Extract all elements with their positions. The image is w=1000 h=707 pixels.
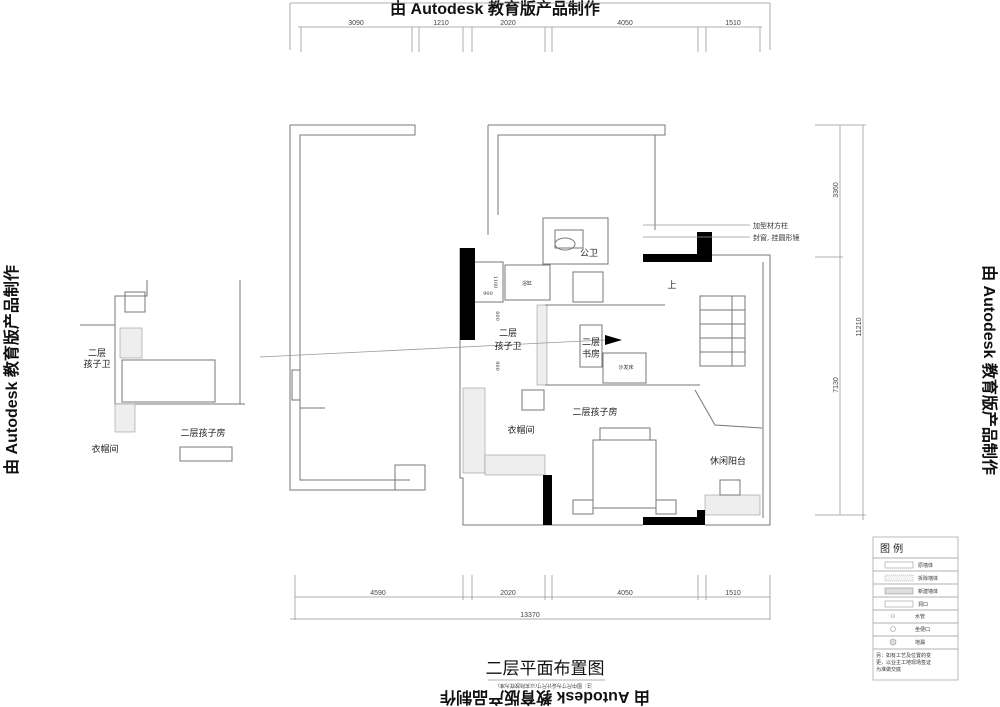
detail-room-kids-room: 二层孩子房 (180, 427, 225, 439)
dim-total: 11210 (856, 317, 863, 336)
room-cloakroom: 衣帽间 (507, 424, 534, 436)
legend-item: 新建墙体 (918, 588, 938, 595)
dim-label: 600 (494, 311, 500, 321)
legend-title: 图 例 (880, 542, 903, 555)
new-wall (697, 232, 712, 262)
legend-footnote: 为准做交底 (876, 666, 901, 673)
legend-item: 地漏 (915, 639, 925, 646)
dim-label: 4050 (617, 590, 633, 597)
legend-item: 坐便口 (915, 626, 930, 633)
new-wall (460, 248, 475, 340)
water-pipe-icon (891, 614, 895, 618)
dim-label: 1100 (492, 276, 498, 289)
legend-item: 洞口 (918, 601, 928, 608)
right-dimensions: 3360 7130 11210 (815, 124, 866, 520)
room-study: 书房 (582, 348, 600, 360)
room-kids-bath: 二层 (499, 328, 517, 339)
label-up: 上 (667, 280, 676, 291)
dim-label: 900 (494, 361, 500, 371)
dim-label: 3090 (348, 20, 364, 27)
annotation-window: 封窗, 挂圆形镜 (753, 233, 799, 242)
annotation-column: 加型材方柱 (753, 221, 788, 230)
legend: 图 例 原墙体 拆除墙体 新建墙体 洞口 水管 坐便口 地漏 另：如有工艺及位置… (872, 536, 959, 681)
dim-label: 1210 (433, 20, 449, 27)
detail-room-kids-bath: 二层 (88, 348, 106, 359)
top-dimensions: 3090 1210 2020 4050 1510 (289, 2, 771, 52)
watermark-bottom: 由 Autodesk 教育版产品制作 (440, 688, 650, 707)
plan-walls (259, 124, 771, 526)
detail-plan (80, 280, 245, 462)
legend-footnote: 更，以业主工地现场签证 (876, 659, 931, 666)
dim-label: 2020 (500, 590, 516, 597)
label-sofa-bed: 沙发床 (618, 364, 633, 371)
room-study: 二层 (582, 337, 600, 348)
watermark-left: 由 Autodesk 教育版产品制作 (2, 265, 21, 475)
detail-room-cloakroom: 衣帽间 (91, 443, 118, 455)
legend-footnote: 另：如有工艺及位置的变 (876, 652, 931, 659)
new-wall (643, 254, 712, 262)
bottom-dimensions: 4590 2020 4050 1510 13370 (290, 575, 771, 620)
drawing-note: 注：图中尺寸为设计尺寸(以实际放样为准) (498, 682, 592, 689)
dim-label: 3360 (833, 182, 840, 198)
dim-label: 4050 (617, 20, 633, 27)
room-kids-room: 二层孩子房 (572, 406, 617, 418)
floor-drain-icon (889, 638, 897, 646)
toilet-outlet-icon (890, 626, 896, 632)
dim-label: 2020 (500, 20, 516, 27)
new-wall (697, 510, 705, 525)
legend-item: 拆除墙体 (918, 575, 938, 582)
dim-label: 1510 (725, 20, 741, 27)
dim-label: 7130 (833, 377, 840, 393)
room-balcony: 休闲阳台 (710, 455, 746, 467)
watermark-right: 由 Autodesk 教育版产品制作 (980, 265, 999, 475)
dim-label: 1510 (725, 590, 741, 597)
new-wall (543, 475, 552, 525)
drawing-title: 二层平面布置图 (486, 659, 605, 679)
dim-label: 4590 (370, 590, 386, 597)
detail-room-kids-bath: 孩子卫 (83, 358, 110, 370)
watermark-top: 由 Autodesk 教育版产品制作 (390, 0, 600, 18)
room-public-bath: 公卫 (580, 248, 598, 259)
label-bathtub: 浴缸 (522, 280, 532, 287)
room-kids-bath: 孩子卫 (494, 340, 521, 352)
new-wall (643, 517, 705, 525)
legend-item: 水管 (915, 613, 925, 620)
dim-label: 900 (483, 291, 493, 297)
dim-total: 13370 (520, 612, 540, 619)
legend-item: 原墙体 (918, 562, 933, 569)
